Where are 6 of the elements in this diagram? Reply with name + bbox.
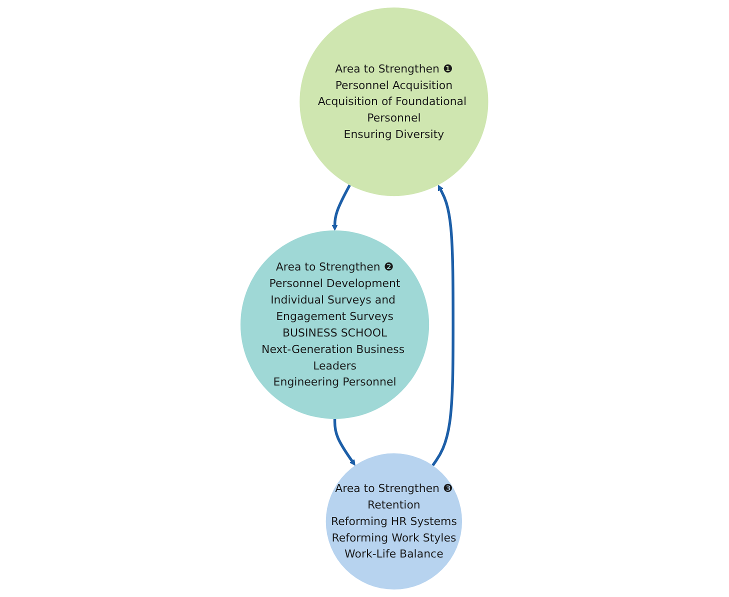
arrow	[432, 184, 455, 466]
arrow	[334, 419, 356, 466]
arrow	[332, 184, 352, 231]
node-circle: Area to Strengthen ❸ Retention Reforming HR Systems Reforming Work Styles Work-Life Balance	[326, 453, 462, 590]
node-circle: Area to Strengthen ❷ Personnel Development Individual Surveys and Engagement Surveys BUSINESS SCHOOL Next-Generation Business Leaders Engineering Personnel	[240, 230, 430, 419]
node-circle: Area to Strengthen ❶ Personnel Acquisition Acquisition of Foundational Personnel Ensuring Diversity	[300, 7, 488, 196]
